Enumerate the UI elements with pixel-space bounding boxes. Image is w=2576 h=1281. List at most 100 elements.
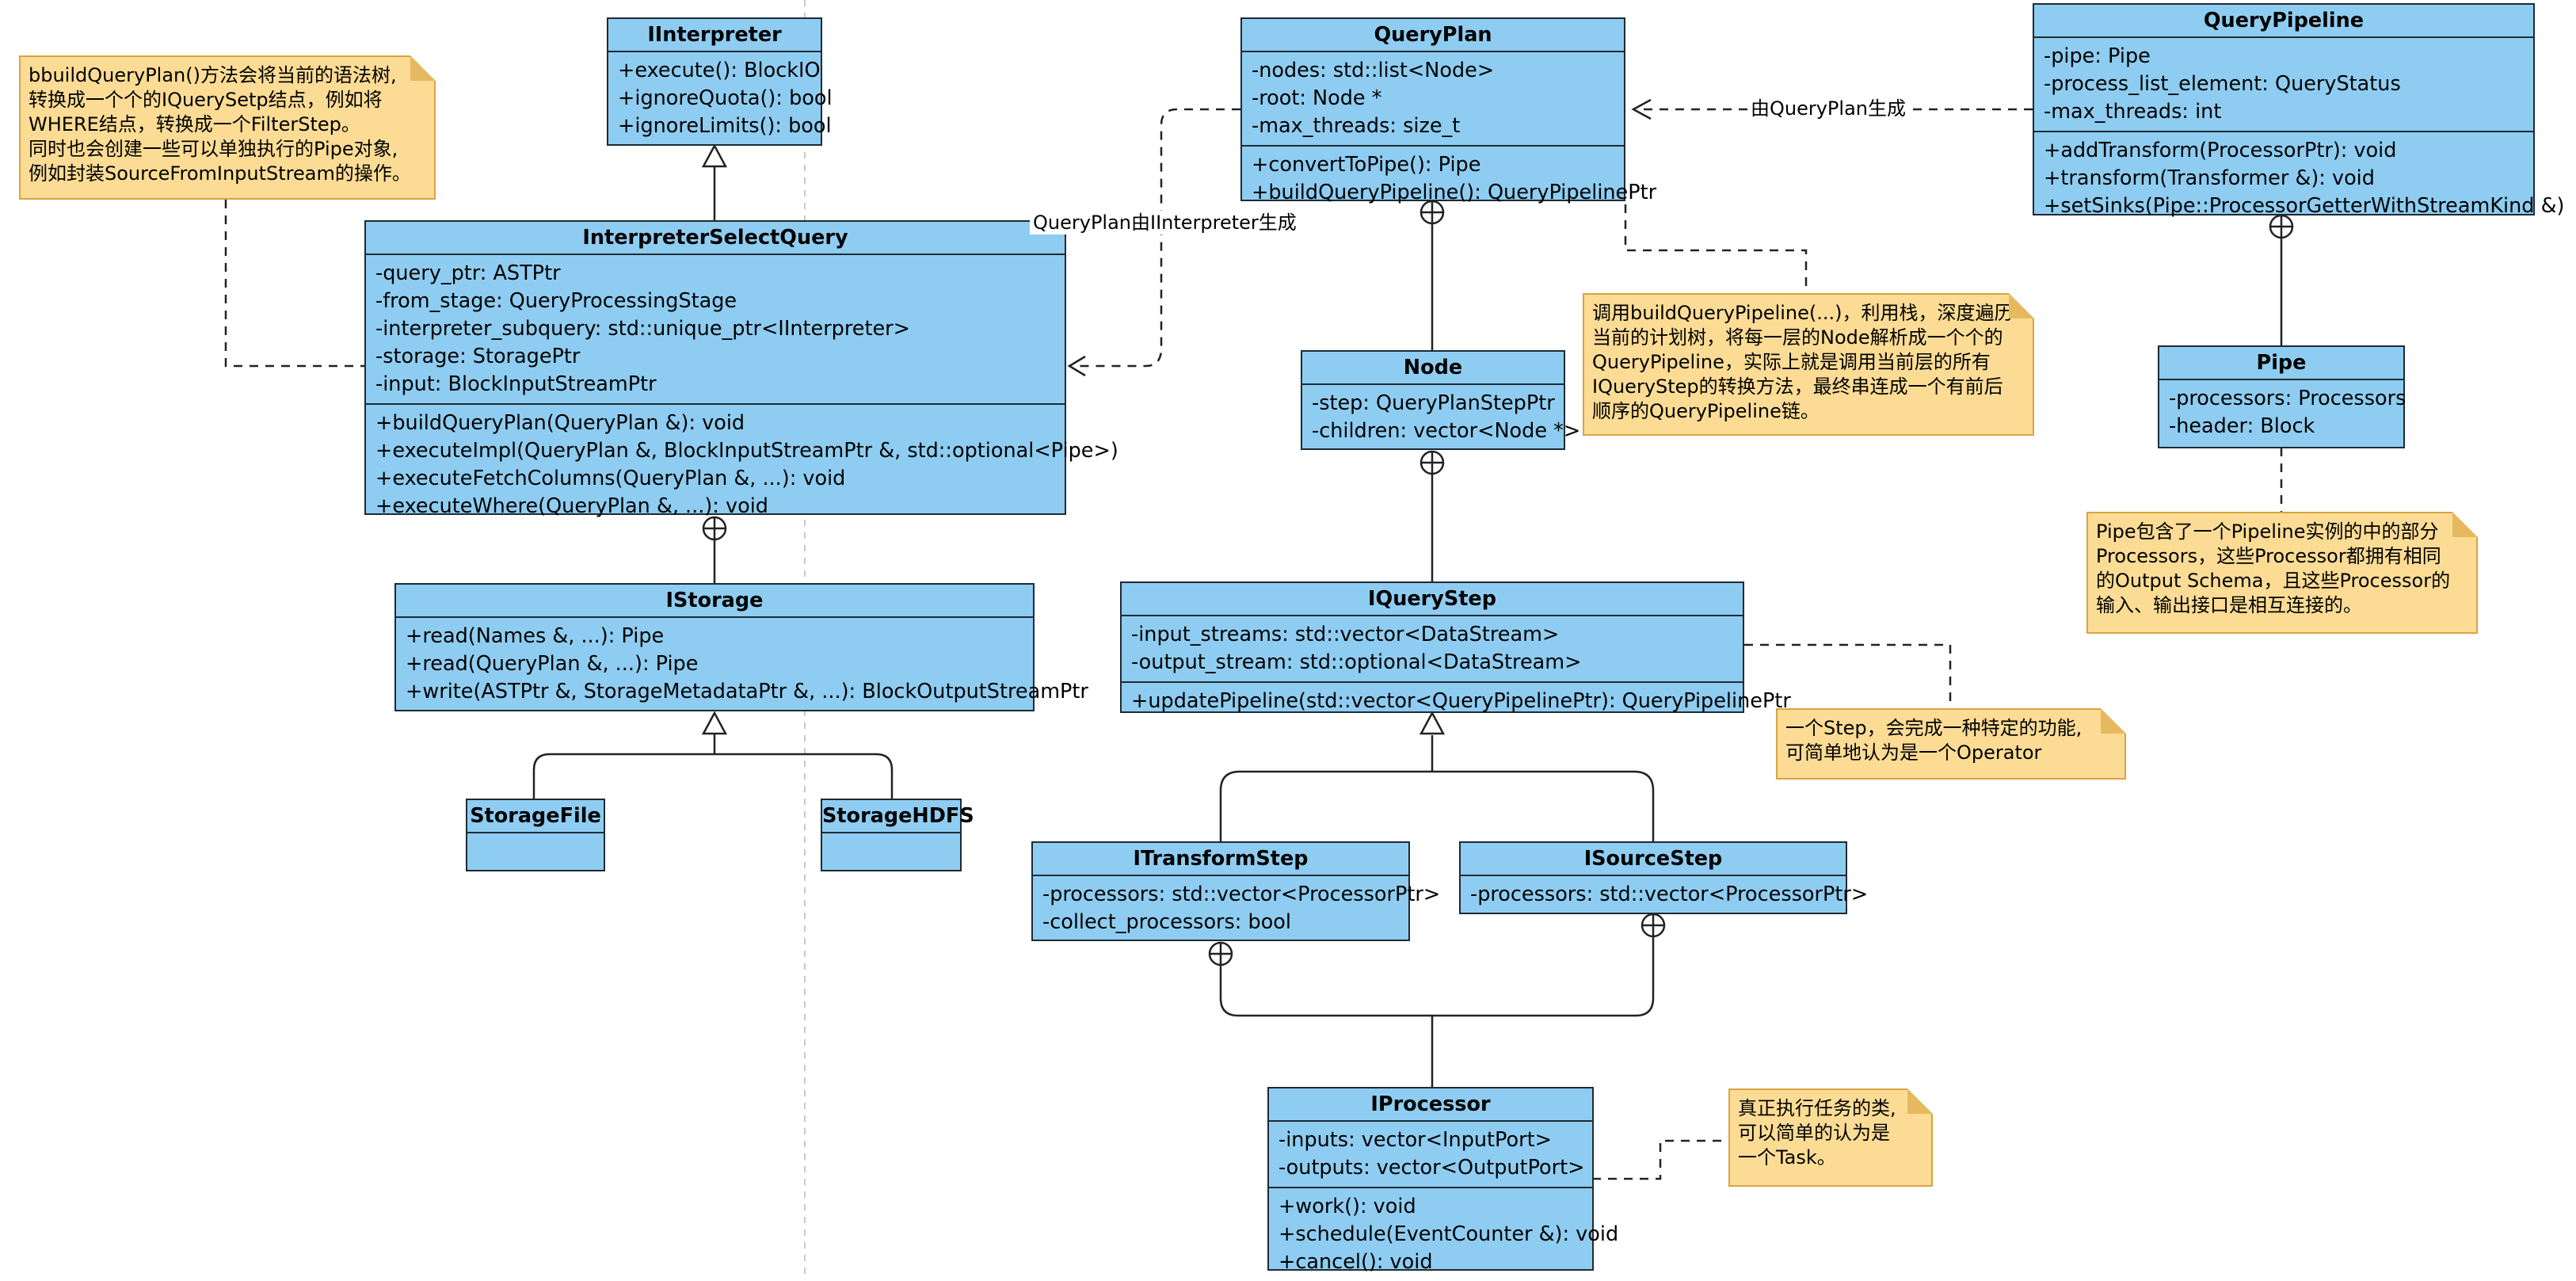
note-line: 同时也会创建一些可以单独执行的Pipe对象,	[29, 138, 398, 160]
note-link-build-query-plan	[224, 200, 364, 368]
methods-section: +updatePipeline(std::vector<QueryPipelin…	[1122, 681, 1791, 720]
note-build-query-pipeline: 调用buildQueryPipeline(...)，利用栈，深度遍历 当前的计划…	[1583, 293, 2034, 436]
attribute: -from_stage: QueryProcessingStage	[375, 289, 737, 313]
attribute: -max_threads: size_t	[1252, 114, 1461, 138]
attribute: -step: QueryPlanStepPtr	[1312, 391, 1555, 415]
method: +cancel(): void	[1278, 1250, 1433, 1274]
class-storage-file[interactable]: StorageFile	[466, 799, 605, 871]
attributes-section: -nodes: std::list<Node> -root: Node * -m…	[1242, 52, 1624, 145]
methods-section: +read(Names &, ...): Pipe +read(QueryPla…	[396, 618, 1088, 711]
attribute: -processors: Processors	[2169, 387, 2406, 410]
class-storage-hdfs[interactable]: StorageHDFS	[821, 799, 974, 871]
note-line: 转换成一个个的IQuerySetp结点，例如将	[29, 89, 383, 111]
method: +schedule(EventCounter &): void	[1278, 1222, 1619, 1246]
note-line: 当前的计划树，将每一层的Node解析成一个个的	[1592, 326, 2003, 349]
methods-section: +convertToPipe(): Pipe +buildQueryPipeli…	[1242, 145, 1657, 212]
class-title: IProcessor	[1269, 1088, 1592, 1122]
method: +setSinks(Pipe::ProcessorGetterWithStrea…	[2044, 194, 2565, 218]
method: +ignoreQuota(): bool	[618, 86, 833, 110]
note-line: 调用buildQueryPipeline(...)，利用栈，深度遍历	[1592, 302, 2014, 324]
note-build-query-plan: bbuildQueryPlan()方法会将当前的语法树, 转换成一个个的IQue…	[19, 55, 436, 200]
note-line: WHERE结点，转换成一个FilterStep。	[29, 113, 360, 135]
method: +updatePipeline(std::vector<QueryPipelin…	[1131, 689, 1791, 713]
attribute: -outputs: vector<OutputPort>	[1278, 1156, 1585, 1180]
note-line: bbuildQueryPlan()方法会将当前的语法树,	[29, 64, 397, 86]
class-isource-step[interactable]: ISourceStep -processors: std::vector<Pro…	[1459, 841, 1869, 914]
note-processor: 真正执行任务的类, 可以简单的认为是 一个Task。	[1728, 1088, 1933, 1187]
class-interpreter-select-query[interactable]: InterpreterSelectQuery -query_ptr: ASTPt…	[364, 220, 1118, 518]
class-istorage[interactable]: IStorage +read(Names &, ...): Pipe +read…	[394, 583, 1088, 711]
class-title: ISourceStep	[1461, 843, 1846, 876]
method: +read(Names &, ...): Pipe	[406, 624, 665, 648]
attribute: -inputs: vector<InputPort>	[1278, 1128, 1552, 1152]
note-fold-icon	[2101, 708, 2126, 734]
class-query-pipeline[interactable]: QueryPipeline -pipe: Pipe -process_list_…	[2033, 3, 2564, 218]
method: +transform(Transformer &): void	[2044, 166, 2375, 190]
class-pipe[interactable]: Pipe -processors: Processors -header: Bl…	[2158, 345, 2406, 448]
inheritance-line-isourcestep	[1432, 770, 1655, 843]
note-line: 一个Task。	[1738, 1146, 1836, 1169]
methods-section: +buildQueryPlan(QueryPlan &): void +exec…	[366, 403, 1118, 525]
note-fold-icon	[1907, 1088, 1933, 1114]
class-title: QueryPlan	[1242, 19, 1624, 52]
attribute: -input: BlockInputStreamPtr	[375, 372, 657, 396]
class-title: InterpreterSelectQuery	[366, 222, 1065, 255]
dependency-line-queryplan-interpreter	[1076, 108, 1240, 368]
note-line: 的Output Schema，且这些Processor的	[2096, 570, 2451, 592]
method: +executeWhere(QueryPlan &, ...): void	[375, 494, 768, 518]
note-line: IQueryStep的转换方法，最终串连成一个有前后	[1592, 376, 2003, 398]
method: +addTransform(ProcessorPtr): void	[2044, 139, 2397, 162]
class-query-plan[interactable]: QueryPlan -nodes: std::list<Node> -root:…	[1240, 17, 1656, 204]
class-itransform-step[interactable]: ITransformStep -processors: std::vector<…	[1031, 841, 1440, 941]
attribute: -storage: StoragePtr	[375, 345, 581, 368]
class-title: ITransformStep	[1033, 843, 1408, 876]
edge-label-pipeline-from-query-plan: 由QueryPlan生成	[1747, 97, 1909, 120]
inheritance-arrow-icon	[1419, 711, 1446, 735]
attributes-section: -query_ptr: ASTPtr -from_stage: QueryPro…	[366, 255, 1065, 403]
class-title: IQueryStep	[1122, 583, 1743, 616]
method: +execute(): BlockIO	[618, 59, 821, 82]
attribute: -process_list_element: QueryStatus	[2044, 72, 2401, 96]
note-link-step	[1744, 643, 1952, 708]
attribute: -output_stream: std::optional<DataStream…	[1131, 650, 1582, 674]
note-link-build-query-pipeline	[1624, 204, 1808, 293]
method: +ignoreLimits(): bool	[618, 114, 832, 138]
note-line: 真正执行任务的类,	[1738, 1097, 1896, 1119]
method: +executeFetchColumns(QueryPlan &, ...): …	[375, 467, 846, 490]
attribute: -pipe: Pipe	[2044, 44, 2151, 68]
class-iinterpreter[interactable]: IInterpreter +execute(): BlockIO +ignore…	[607, 17, 833, 146]
attribute: -processors: std::vector<ProcessorPtr>	[1470, 883, 1869, 906]
class-iquery-step[interactable]: IQueryStep -input_streams: std::vector<D…	[1120, 581, 1791, 713]
attribute: -nodes: std::list<Node>	[1252, 59, 1495, 82]
class-node[interactable]: Node -step: QueryPlanStepPtr -children: …	[1301, 350, 1580, 450]
attributes-section: -processors: Processors -header: Block	[2159, 380, 2406, 445]
class-title: QueryPipeline	[2034, 5, 2533, 38]
attribute: -interpreter_subquery: std::unique_ptr<I…	[375, 317, 911, 341]
class-title: IStorage	[396, 585, 1033, 618]
attributes-section: -input_streams: std::vector<DataStream> …	[1122, 616, 1743, 681]
note-pipe: Pipe包含了一个Pipeline实例的中的部分 Processors，这些Pr…	[2086, 512, 2478, 634]
method: +convertToPipe(): Pipe	[1252, 153, 1481, 177]
method: +buildQueryPipeline(): QueryPipelinePtr	[1252, 181, 1657, 204]
note-line: 输入、输出接口是相互连接的。	[2096, 594, 2362, 616]
class-title: StorageFile	[467, 800, 604, 833]
class-title: StorageHDFS	[822, 800, 974, 833]
class-iprocessor[interactable]: IProcessor -inputs: vector<InputPort> -o…	[1267, 1087, 1619, 1274]
methods-section: +addTransform(ProcessorPtr): void +trans…	[2034, 131, 2565, 225]
note-line: Pipe包含了一个Pipeline实例的中的部分	[2096, 520, 2439, 543]
class-title: Node	[1302, 352, 1564, 385]
note-line: 可以简单的认为是	[1738, 1122, 1890, 1144]
composition-line-iprocessor	[1219, 936, 1655, 1017]
attributes-section: -inputs: vector<InputPort> -outputs: vec…	[1269, 1122, 1592, 1187]
inheritance-line-storagefile	[532, 753, 714, 800]
note-fold-icon	[2009, 293, 2034, 318]
inheritance-line-storagehdfs	[714, 753, 894, 800]
dependency-arrow-icon	[1631, 98, 1652, 120]
attribute: -header: Block	[2169, 414, 2315, 438]
note-line: Processors，这些Processor都拥有相同	[2096, 545, 2441, 567]
dependency-arrow-icon	[1067, 355, 1086, 377]
methods-section: +execute(): BlockIO +ignoreQuota(): bool…	[608, 52, 833, 145]
attributes-section: -pipe: Pipe -process_list_element: Query…	[2034, 38, 2533, 131]
note-fold-icon	[2452, 512, 2478, 537]
